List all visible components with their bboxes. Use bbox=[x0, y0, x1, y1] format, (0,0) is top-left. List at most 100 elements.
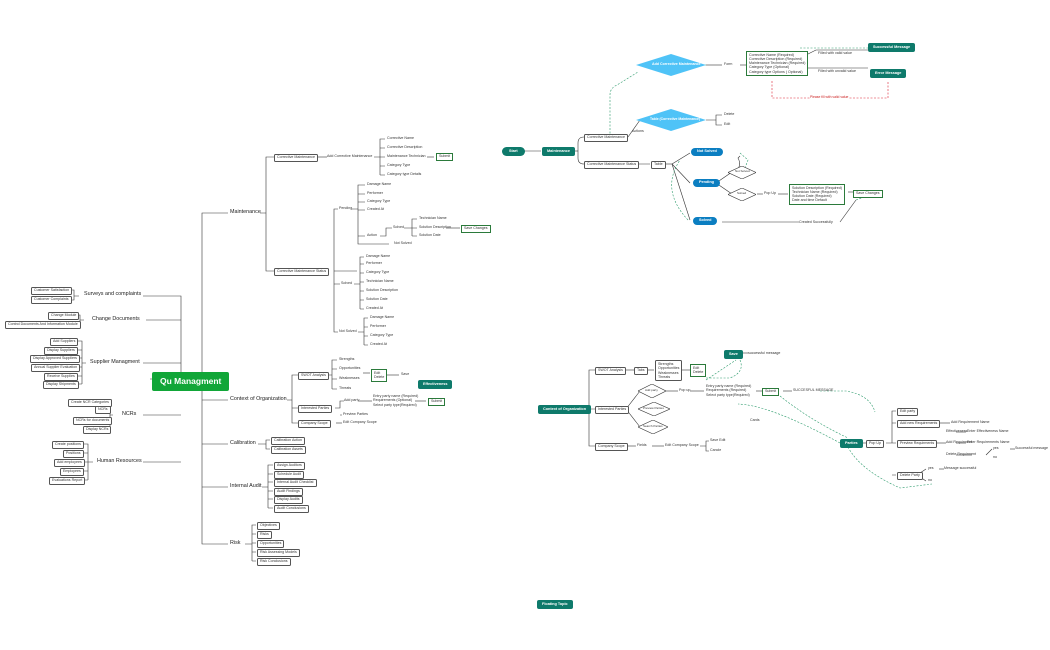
preview-parties-decision[interactable] bbox=[638, 402, 670, 416]
risk-item-2[interactable]: Opportunities bbox=[257, 540, 285, 548]
change-documents-node[interactable]: Change Documents bbox=[92, 316, 140, 322]
ncrs-item-0[interactable]: Create NCR Categories bbox=[68, 399, 112, 407]
root-node[interactable]: Qu Managment bbox=[152, 372, 230, 391]
audit-item-5[interactable]: Audit Conclusions bbox=[274, 505, 309, 513]
change-item-0[interactable]: Change Module bbox=[48, 312, 80, 320]
flow-delete-label[interactable]: Delete bbox=[693, 370, 704, 375]
risk-item-0[interactable]: Objectives bbox=[257, 522, 280, 530]
pending-flow-node[interactable]: Pending bbox=[693, 179, 720, 187]
edit-label[interactable]: Edit bbox=[374, 371, 381, 375]
delete-req-yes[interactable]: yes bbox=[993, 446, 999, 450]
audit-item-1[interactable]: Schedule Audit bbox=[274, 471, 304, 479]
pending-node[interactable]: Pending bbox=[339, 206, 353, 210]
search-parties-label[interactable]: Search Parties bbox=[643, 424, 663, 428]
successful-message-node[interactable]: Successful Message bbox=[868, 43, 916, 52]
flow-status-node[interactable]: Corrective Maintenance Status bbox=[584, 161, 640, 169]
delete-action[interactable]: Delete bbox=[724, 112, 735, 116]
flow-edit-label[interactable]: Edit bbox=[693, 366, 700, 370]
action-solved[interactable]: Solved bbox=[393, 225, 404, 229]
not-solved-decision-label[interactable]: Not Solved bbox=[735, 169, 750, 173]
risk-item-3[interactable]: Risk Assessing Models bbox=[257, 549, 300, 557]
action-node[interactable]: Action bbox=[367, 233, 377, 237]
supplier-item-5[interactable]: Display Shipments bbox=[43, 381, 79, 389]
solved-flow-node[interactable]: Solved bbox=[693, 217, 718, 225]
company-scope-node[interactable]: Company Scope bbox=[298, 420, 331, 428]
solved-decision-label[interactable]: Solved bbox=[737, 191, 747, 195]
edit-action[interactable]: Edit bbox=[724, 122, 731, 126]
risk-item-1[interactable]: Risks bbox=[257, 531, 272, 539]
flow-context-node[interactable]: Context of Organization bbox=[538, 405, 592, 414]
edit-party-node[interactable]: Edit party bbox=[897, 408, 919, 416]
supplier-item-0[interactable]: Add Suppliers bbox=[50, 338, 79, 346]
ncrs-item-2[interactable]: NCRs for documents bbox=[73, 417, 113, 425]
add-party-decision[interactable] bbox=[638, 384, 666, 398]
ncrs-item-1[interactable]: NCRs bbox=[95, 406, 111, 414]
add-party-node[interactable]: Add party bbox=[344, 398, 360, 402]
party-submit-button[interactable]: Submit bbox=[428, 398, 446, 406]
add-requirment-label[interactable]: Add Requirment bbox=[946, 440, 972, 444]
add-corrective-node[interactable]: Add Corrective Maintenance bbox=[327, 154, 373, 158]
hr-item-0[interactable]: Create positions bbox=[52, 441, 84, 449]
floating-topic-node[interactable]: Floating Topic bbox=[537, 600, 573, 609]
maintenance-status-node[interactable]: Corrective Maintenance Status bbox=[274, 268, 330, 276]
preview-parties-label[interactable]: Preview Parties bbox=[643, 406, 664, 410]
surveys-item-1[interactable]: Customer Complaints bbox=[31, 296, 72, 304]
flow-swot-node[interactable]: SWOT Analysis bbox=[595, 367, 626, 375]
save-changes-button[interactable]: Save Changes bbox=[461, 225, 491, 233]
flow-maintenance-node[interactable]: Maintenance bbox=[542, 147, 575, 156]
supplier-item-3[interactable]: Annual Supplier Evaluation bbox=[31, 364, 81, 372]
hr-item-3[interactable]: Employees bbox=[60, 468, 84, 476]
supplier-item-4[interactable]: Receive Supplies bbox=[44, 373, 78, 381]
not-solved-decision[interactable] bbox=[728, 166, 756, 179]
popup-fields-box[interactable]: Solution Description (Required) Technici… bbox=[789, 184, 845, 205]
edit-delete-box[interactable]: Edit Delete bbox=[371, 369, 388, 382]
flow-save-node[interactable]: Save bbox=[724, 350, 743, 359]
delete-req-no[interactable]: no bbox=[993, 455, 997, 459]
hr-item-1[interactable]: Positions bbox=[63, 450, 84, 458]
audit-item-0[interactable]: Assign Auditors bbox=[274, 462, 305, 470]
audit-item-2[interactable]: Internal Audit Checklist bbox=[274, 479, 317, 487]
supplier-item-1[interactable]: Display Suppliers bbox=[44, 347, 78, 355]
table-corrective-diamond[interactable] bbox=[636, 109, 706, 131]
maintenance-node[interactable]: Maintenance bbox=[230, 209, 261, 215]
ncrs-item-3[interactable]: Display NCRs bbox=[83, 426, 112, 434]
preview-requirments-node[interactable]: Preview Requirments bbox=[897, 440, 938, 448]
parties-node[interactable]: Parties bbox=[840, 439, 863, 448]
flow-table-node[interactable]: Table bbox=[651, 161, 666, 169]
corrective-maintenance-node[interactable]: Corrective Maintenance bbox=[274, 154, 318, 162]
error-message-node[interactable]: Error Message bbox=[870, 69, 907, 78]
not-solved-group-node[interactable]: Not Solved bbox=[339, 329, 357, 333]
supplier-item-2[interactable]: Display Approved Suppliers bbox=[30, 355, 80, 363]
preview-parties-node[interactable]: Preview Parties bbox=[343, 412, 368, 416]
flow-cancel[interactable]: Cancle bbox=[710, 448, 722, 452]
interested-parties-node[interactable]: Interested Parties bbox=[298, 405, 333, 413]
surveys-node[interactable]: Surveys and complaints bbox=[84, 291, 142, 297]
hr-item-2[interactable]: Add employees bbox=[54, 459, 85, 467]
audit-item-4[interactable]: Display Audits bbox=[274, 496, 303, 504]
add-corrective-label[interactable]: Add Corrective Maintenance bbox=[652, 62, 701, 66]
audit-node[interactable]: Internal Audit bbox=[230, 483, 262, 489]
risk-item-4[interactable]: Risk Conclusions bbox=[257, 558, 291, 566]
hr-item-4[interactable]: Evaluations Report bbox=[49, 477, 86, 485]
supplier-node[interactable]: Supplier Managment bbox=[90, 359, 140, 365]
flow-company-scope-node[interactable]: Company Scope bbox=[595, 443, 628, 451]
risk-node[interactable]: Risk bbox=[230, 540, 241, 546]
solved-decision[interactable] bbox=[728, 188, 756, 201]
flow-submit-button[interactable]: Submit bbox=[762, 388, 780, 396]
delete-party-node[interactable]: Delete Party bbox=[897, 472, 923, 480]
swot-node[interactable]: SWOT Analysis bbox=[298, 372, 329, 380]
audit-item-3[interactable]: Audit Findings bbox=[274, 488, 303, 496]
effectiveness-label[interactable]: Effectiveness bbox=[946, 429, 968, 433]
search-parties-decision[interactable] bbox=[638, 420, 668, 434]
delete-party-no[interactable]: no bbox=[928, 478, 932, 482]
calibration-node[interactable]: Calibration bbox=[230, 440, 256, 446]
change-item-1[interactable]: Control Documents And Information Module bbox=[5, 321, 81, 329]
action-not-solved[interactable]: Not Solved bbox=[394, 241, 412, 245]
flow-edit-delete-box[interactable]: Edit Delete bbox=[690, 364, 707, 377]
flow-corrective-node[interactable]: Corrective Maintenance bbox=[584, 134, 628, 142]
flow-interested-node[interactable]: Interested Parties bbox=[595, 406, 630, 414]
table-corrective-label[interactable]: Table (Corrective Maintenance) bbox=[650, 117, 701, 121]
corrective-submit-button[interactable]: Submit bbox=[436, 153, 454, 161]
swot-save-button[interactable]: Save bbox=[401, 372, 410, 376]
effectiveness-node[interactable]: Effectiveness bbox=[418, 380, 453, 389]
